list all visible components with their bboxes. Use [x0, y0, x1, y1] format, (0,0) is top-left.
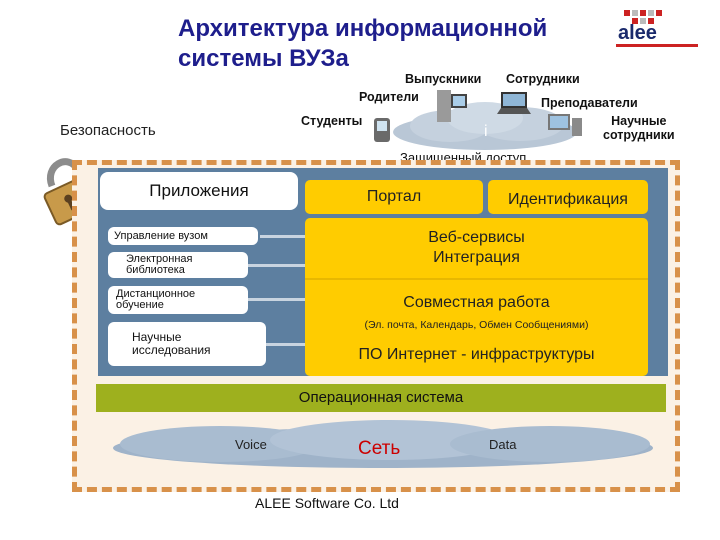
internet-infrastructure-block: Веб-сервисы Интеграция Совместная работа… — [305, 218, 648, 376]
logo-text: alee — [618, 22, 657, 44]
app-electronic-library: Электронная библиотека — [108, 252, 248, 278]
label-graduates: Выпускники — [405, 72, 482, 86]
web-services-line-1: Веб-сервисы — [428, 229, 525, 246]
data-label: Data — [489, 437, 517, 452]
app-university-management: Управление вузом — [108, 227, 258, 245]
app-scientific-research: Научные исследования — [108, 322, 266, 366]
portal-box: Портал — [305, 180, 483, 214]
label-parents: Родители — [359, 90, 419, 104]
operating-system-bar: Операционная система — [96, 384, 666, 412]
alee-logo: alee — [610, 8, 702, 50]
footer-company: ALEE Software Co. Ltd — [255, 495, 399, 511]
app-distance-label-2: обучение — [116, 299, 164, 311]
app-library-label-2: библиотека — [126, 264, 185, 276]
collaboration-label: Совместная работа — [403, 294, 550, 311]
web-services-line-2: Интеграция — [433, 249, 520, 266]
title-line-1: Архитектура информационной — [178, 15, 548, 42]
label-staff: Сотрудники — [506, 72, 580, 86]
security-label: Безопасность — [60, 122, 156, 139]
label-researchers-1: Научные — [611, 114, 667, 128]
web-services-label: Веб-сервисы Интеграция — [305, 228, 648, 268]
applications-box: Приложения — [100, 172, 298, 210]
svg-text:i: i — [484, 123, 488, 140]
label-researchers-2: сотрудники — [603, 128, 675, 142]
app-distance-label-1: Дистанционное — [116, 288, 196, 300]
internet-infra-label: ПО Интернет - инфраструктуры — [358, 346, 595, 363]
collaboration-note: (Эл. почта, Календарь, Обмен Сообщениями… — [364, 319, 589, 331]
label-teachers: Преподаватели — [541, 96, 638, 110]
network-cloud — [100, 414, 666, 478]
identification-box: Идентификация — [488, 180, 648, 214]
label-researchers: Научные сотрудники — [603, 114, 675, 142]
user-cloud: i — [380, 92, 590, 154]
title-line-2: системы ВУЗа — [178, 45, 349, 72]
app-research-label-1: Научные — [132, 330, 182, 344]
divider — [305, 278, 648, 280]
workstation-icon — [546, 110, 586, 145]
app-management-label: Управление вузом — [114, 229, 208, 242]
app-distance-learning: Дистанционное обучение — [108, 286, 248, 314]
desktop-computer-icon — [435, 88, 469, 129]
connector-research — [265, 343, 325, 346]
label-students: Студенты — [301, 114, 363, 128]
app-research-label-2: исследования — [132, 343, 211, 357]
pda-icon — [372, 116, 394, 149]
page-title: Архитектура информационной системы ВУЗа — [178, 14, 547, 74]
voice-label: Voice — [235, 437, 267, 452]
network-label: Сеть — [358, 438, 401, 459]
laptop-icon — [495, 90, 535, 123]
app-library-label-1: Электронная — [126, 253, 193, 265]
